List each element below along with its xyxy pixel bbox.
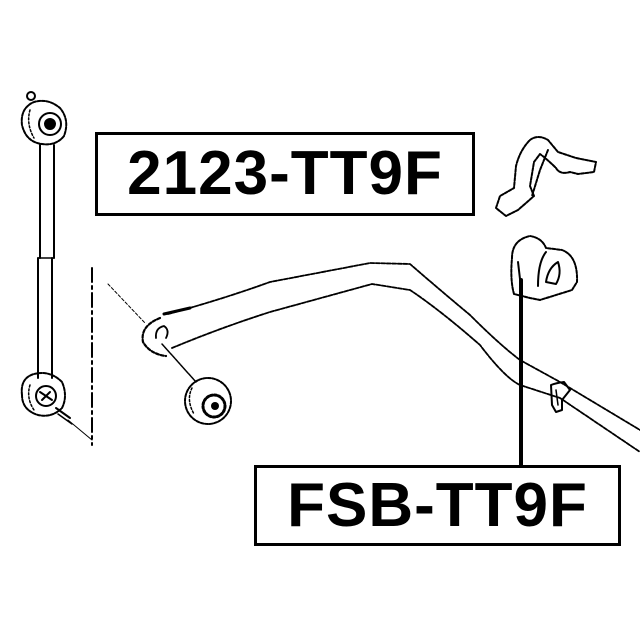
part-number-text: 2123-TT9F: [127, 139, 443, 208]
bushing-bracket-drawing: [495, 136, 597, 217]
part-number-text: FSB-TT9F: [287, 470, 588, 540]
part-label-stabilizer-bushing: FSB-TT9F: [254, 465, 621, 546]
bar-clip-drawing: [550, 381, 571, 413]
stabilizer-bar-drawing: [141, 262, 640, 453]
bar-end-bushing-drawing: [161, 343, 232, 425]
leader-line-link: [107, 283, 146, 324]
part-label-stabilizer-link: 2123-TT9F: [95, 132, 475, 216]
stabilizer-link-drawing: [20, 91, 93, 441]
